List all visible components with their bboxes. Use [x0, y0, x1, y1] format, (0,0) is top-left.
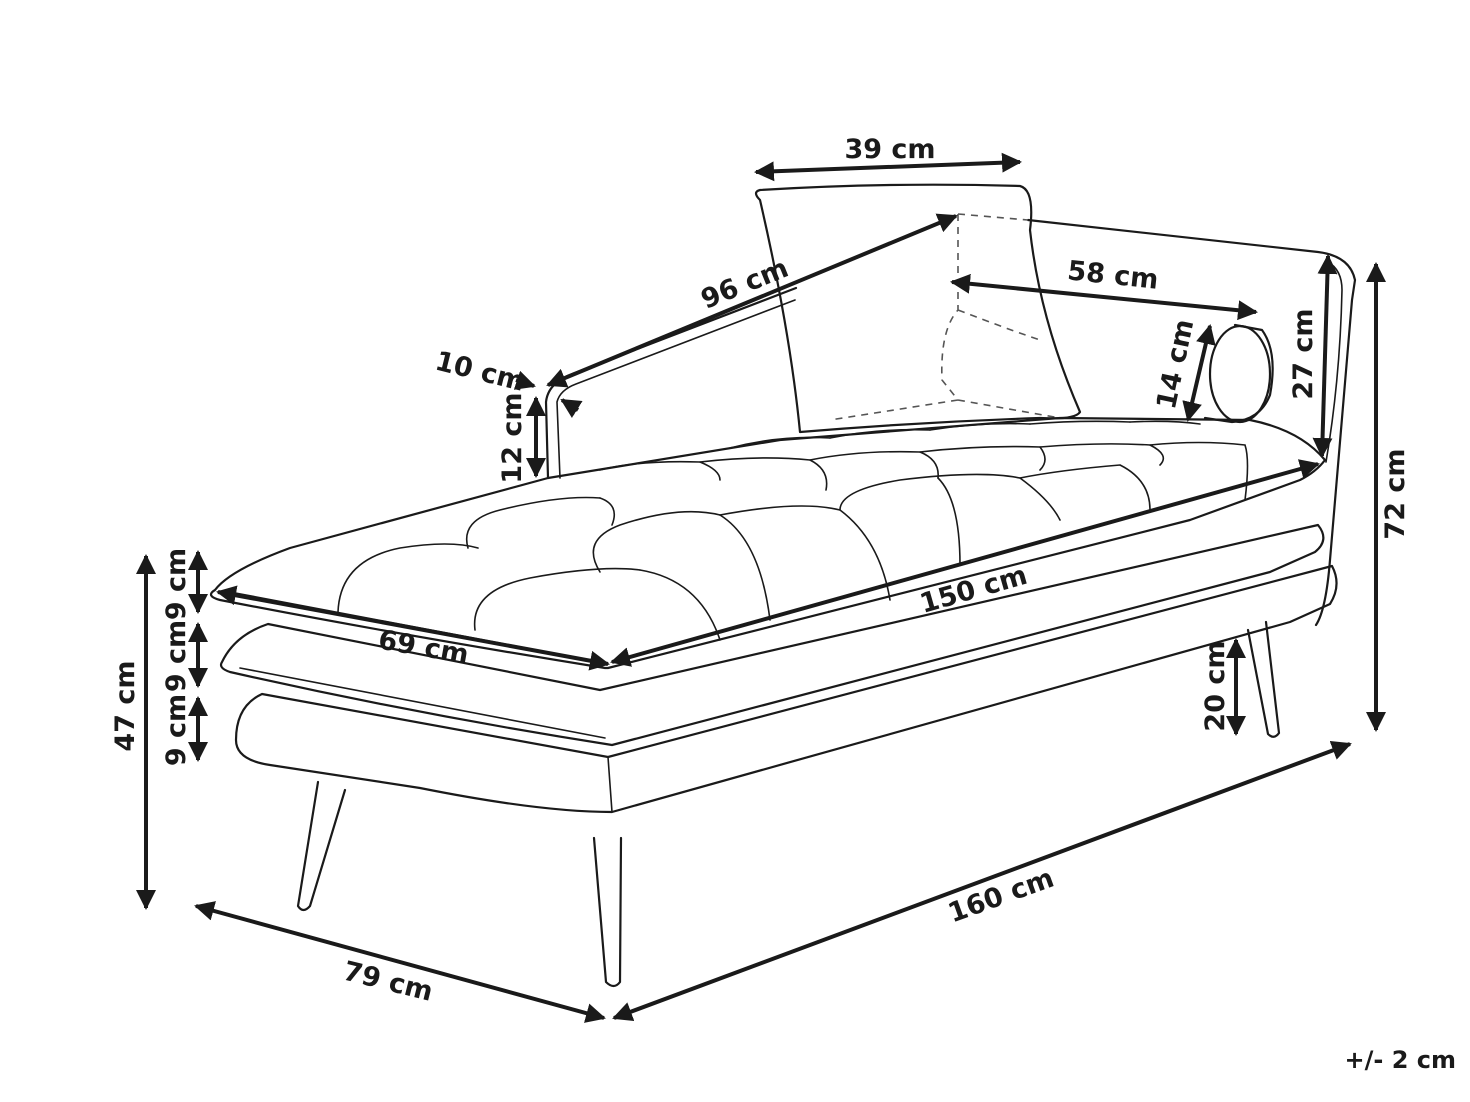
label-backrest-thickness: 10 cm [432, 346, 528, 398]
dim-line-seat-length [610, 459, 1320, 667]
label-total-height: 72 cm [1380, 448, 1411, 539]
label-cushion-top: 9 cm [161, 548, 192, 620]
label-cushion-bottom: 9 cm [161, 694, 192, 766]
label-back-height: 27 cm [1288, 308, 1319, 399]
label-seat-height: 47 cm [110, 660, 141, 751]
top-cushion [209, 416, 1327, 670]
dim-line-back-height [1312, 254, 1338, 458]
label-backrest-rise: 12 cm [497, 392, 528, 483]
dim-line-bolster-length [950, 273, 1258, 321]
legs [296, 620, 1281, 988]
dim-line-backrest-length [546, 213, 958, 388]
bolster-pillow [1203, 323, 1274, 424]
dim-line-bolster-diameter [1182, 324, 1216, 422]
tufting [337, 420, 1249, 641]
tolerance-note: +/- 2 cm [1345, 1046, 1456, 1074]
dimension-lines [136, 152, 1386, 1023]
label-bolster-length: 58 cm [1066, 255, 1160, 295]
throw-pillow [754, 183, 1082, 434]
dim-line-total-length [612, 740, 1352, 1022]
dim-line-total-depth [194, 901, 606, 1023]
seat-base [234, 564, 1338, 814]
label-seat-length: 150 cm [917, 560, 1031, 620]
dim-line-pillow-width [754, 152, 1022, 182]
label-leg-height: 20 cm [1200, 640, 1231, 731]
label-total-depth: 79 cm [340, 956, 436, 1008]
label-seat-depth: 69 cm [376, 624, 471, 670]
dimension-labels: 39 cm 96 cm 10 cm 12 cm 58 cm 14 cm 27 c… [110, 134, 1456, 1074]
dim-line-seat-depth [216, 585, 610, 671]
dim-line-backrest-thickness [513, 370, 536, 390]
hidden-pillow-edge [829, 213, 1061, 421]
label-pillow-width: 39 cm [844, 134, 935, 165]
label-cushion-middle: 9 cm [161, 620, 192, 692]
